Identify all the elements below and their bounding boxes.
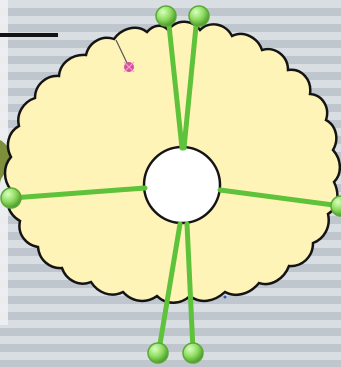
- pin-head-bottom-right: [183, 343, 203, 363]
- pin-head-top-left: [156, 6, 176, 26]
- pin-head-top-right: [189, 6, 209, 26]
- center-hole-circle: [144, 147, 220, 223]
- pin-head-left: [1, 188, 21, 208]
- pin-head-bottom-left: [148, 343, 168, 363]
- small-blue-dot: [224, 296, 227, 299]
